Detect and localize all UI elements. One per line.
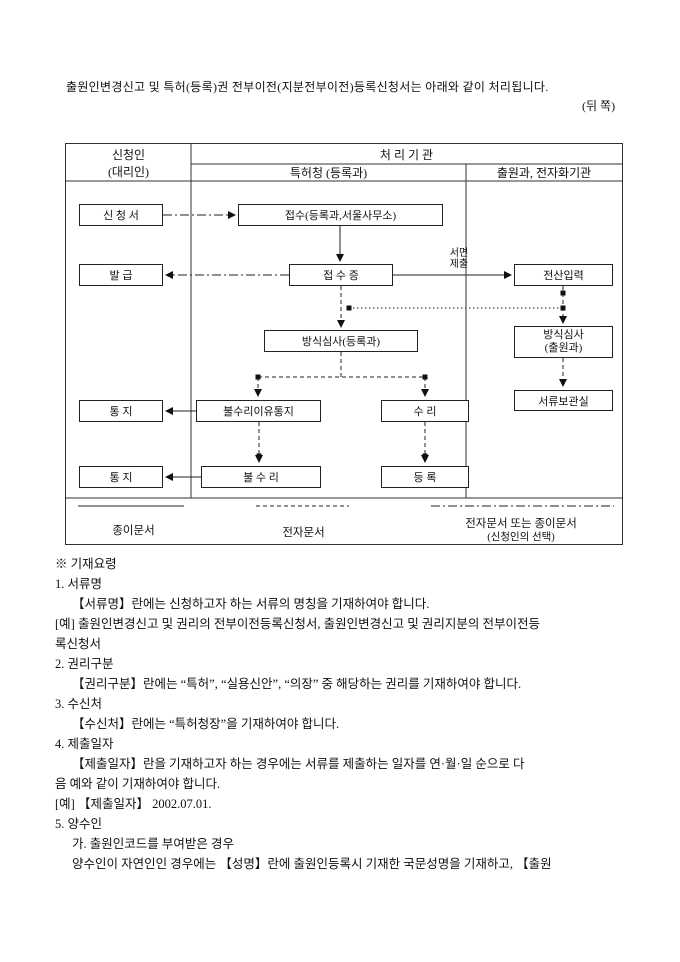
instruction-line: 가. 출원인코드를 부여받은 경우 [72,837,235,851]
instructions: ※ 기재요령 1. 서류명 【서류명】란에는 신청하고자 하는 서류의 명칭을 … [55,554,637,874]
process-flow-diagram: 신청인 (대리인) 처 리 기 관 특허청 (등록과) 출원과, 전자화기관 신… [65,143,623,545]
instruction-line: 음 예와 같이 기재하여야 합니다. [55,777,221,791]
instruction-line: 【제출일자】란을 기재하고자 하는 경우에는 서류를 제출하는 일자를 연·월·… [72,757,525,771]
node-formality-exam-app-line2: (출원과) [544,342,583,354]
node-receipt-slip: 접 수 증 [289,264,393,286]
edge-label-paper-submit-line1: 서면 [449,248,469,259]
instruction-line: [예] 【제출일자】 2002.07.01. [55,797,212,811]
instruction-line: 【서류명】란에는 신청하고자 하는 서류의 명칭을 기재하여야 합니다. [72,597,430,611]
instruction-line: 4. 제출일자 [55,737,114,751]
node-notice-1: 통 지 [79,400,163,422]
node-notice-2: 통 지 [79,466,163,488]
node-accept: 수 리 [381,400,469,422]
instruction-line: 록신청서 [55,637,102,651]
instruction-line: 5. 양수인 [55,817,103,831]
instruction-line: 【권리구분】란에는 “특허”, “실용신안”, “의장” 중 해당하는 권리를 … [72,677,522,691]
header-kipo-register: 특허청 (등록과) [289,166,368,180]
node-register: 등 록 [381,466,469,488]
legend-mixed-document: 전자문서 또는 종이문서 [465,518,577,530]
node-computer-input: 전산입력 [514,264,613,286]
intro-text: 출원인변경신고 및 특허(등록)권 전부이전(지분전부이전)등록신청서는 아래와… [66,80,549,94]
node-issue: 발 급 [79,264,163,286]
instruction-line: 1. 서류명 [55,577,103,591]
node-application: 신 청 서 [79,204,163,226]
node-formality-exam-app: 방식심사 (출원과) [514,326,613,358]
node-formality-exam-reg: 방식심사(등록과) [264,330,418,352]
legend-electronic-document: 전자문서 [282,527,325,539]
instruction-line: 양수인이 자연인인 경우에는 【성명】란에 출원인등록시 기재한 국문성명을 기… [72,857,552,871]
node-receive: 접수(등록과,서울사무소) [238,204,443,226]
edge-label-paper-submit: 서면 제출 [442,248,476,270]
node-document-storage: 서류보관실 [514,390,613,411]
instruction-line: [예] 출원인변경신고 및 권리의 전부이전등록신청서, 출원인변경신고 및 권… [55,617,540,631]
edge-label-paper-submit-line2: 제출 [449,259,469,270]
legend-applicant-choice: (신청인의 선택) [487,532,555,543]
legend-paper-document: 종이문서 [112,525,155,537]
node-rejection-reason-notice: 불수리이유통지 [196,400,321,422]
header-processing-org: 처 리 기 관 [379,148,434,162]
node-reject: 불 수 리 [201,466,321,488]
back-side-note: (뒤 쪽) [582,99,616,113]
header-applicant-agent: (대리인) [107,165,150,179]
header-digitization: 출원과, 전자화기관 [496,166,592,180]
flow-lines [66,144,622,507]
instruction-line: ※ 기재요령 [55,557,117,571]
node-formality-exam-app-line1: 방식심사 [543,329,584,341]
header-applicant: 신청인 [111,148,146,162]
instruction-line: 3. 수신처 [55,697,103,711]
instruction-line: 【수신처】란에는 “특허청장”을 기재하여야 합니다. [72,717,340,731]
instruction-line: 2. 권리구분 [55,657,114,671]
